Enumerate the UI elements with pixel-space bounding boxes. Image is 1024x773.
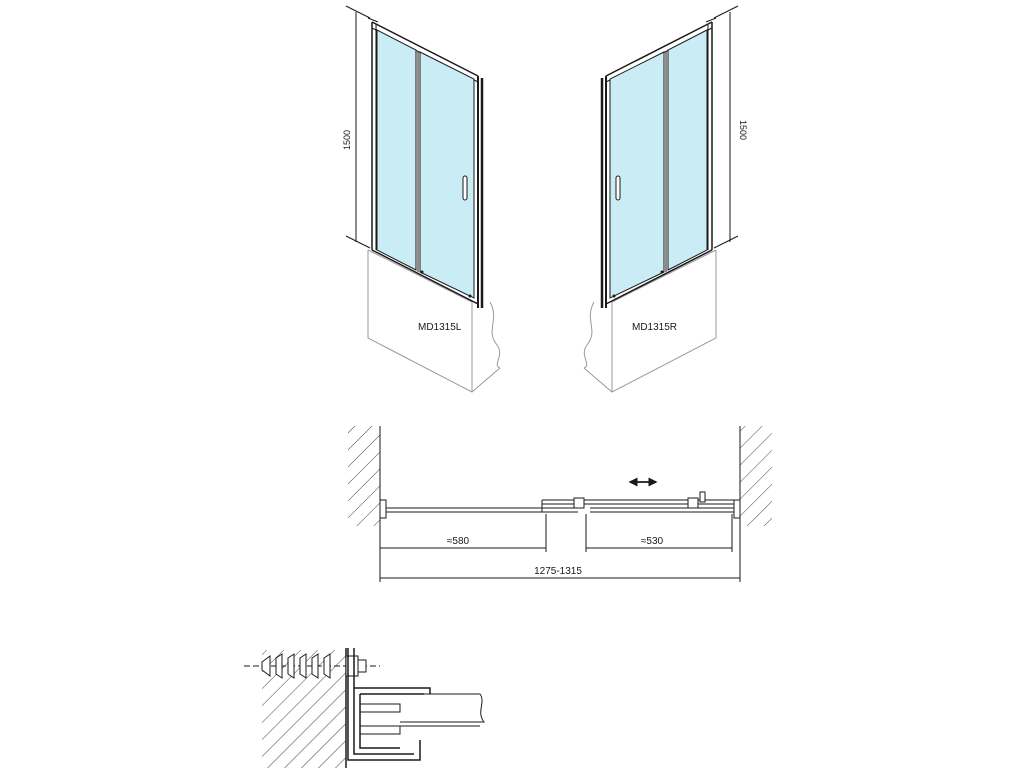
plan-view: ≈580 ≈530 1275-1315 xyxy=(348,426,772,582)
plan-door-profiles xyxy=(379,491,741,519)
plan-dimension-lines xyxy=(379,514,741,582)
profile-detail-view xyxy=(244,648,486,768)
left-model-label: MD1315L xyxy=(418,322,462,333)
plan-left-wall xyxy=(348,426,381,526)
plan-right-wall xyxy=(739,426,772,526)
wall-profile-section xyxy=(347,648,486,761)
left-elevation-view: 1500 MD1315L xyxy=(342,5,501,393)
left-height-dimension xyxy=(345,5,371,249)
right-bath-outline xyxy=(583,249,717,393)
right-height-dimension xyxy=(713,5,739,249)
left-door-handle xyxy=(462,175,468,201)
left-glass-panel-sliding xyxy=(419,51,475,299)
left-height-label: 1500 xyxy=(342,130,352,150)
dimension-left-opening: ≈580 xyxy=(447,536,470,547)
left-bath-outline xyxy=(367,249,501,393)
right-model-label: MD1315R xyxy=(632,322,677,333)
right-height-label: 1500 xyxy=(738,120,748,140)
wall-anchor-screw xyxy=(244,653,380,679)
dimension-right-opening: ≈530 xyxy=(641,536,664,547)
right-door-handle xyxy=(615,175,621,201)
left-door-frame xyxy=(367,17,484,308)
right-glass-panel-sliding xyxy=(609,51,665,299)
right-glass-panel-fixed xyxy=(667,29,708,271)
left-glass-panel-fixed xyxy=(376,29,417,271)
right-elevation-view: 1500 MD1315R xyxy=(583,5,748,393)
dimension-total-width: 1275-1315 xyxy=(534,566,582,577)
